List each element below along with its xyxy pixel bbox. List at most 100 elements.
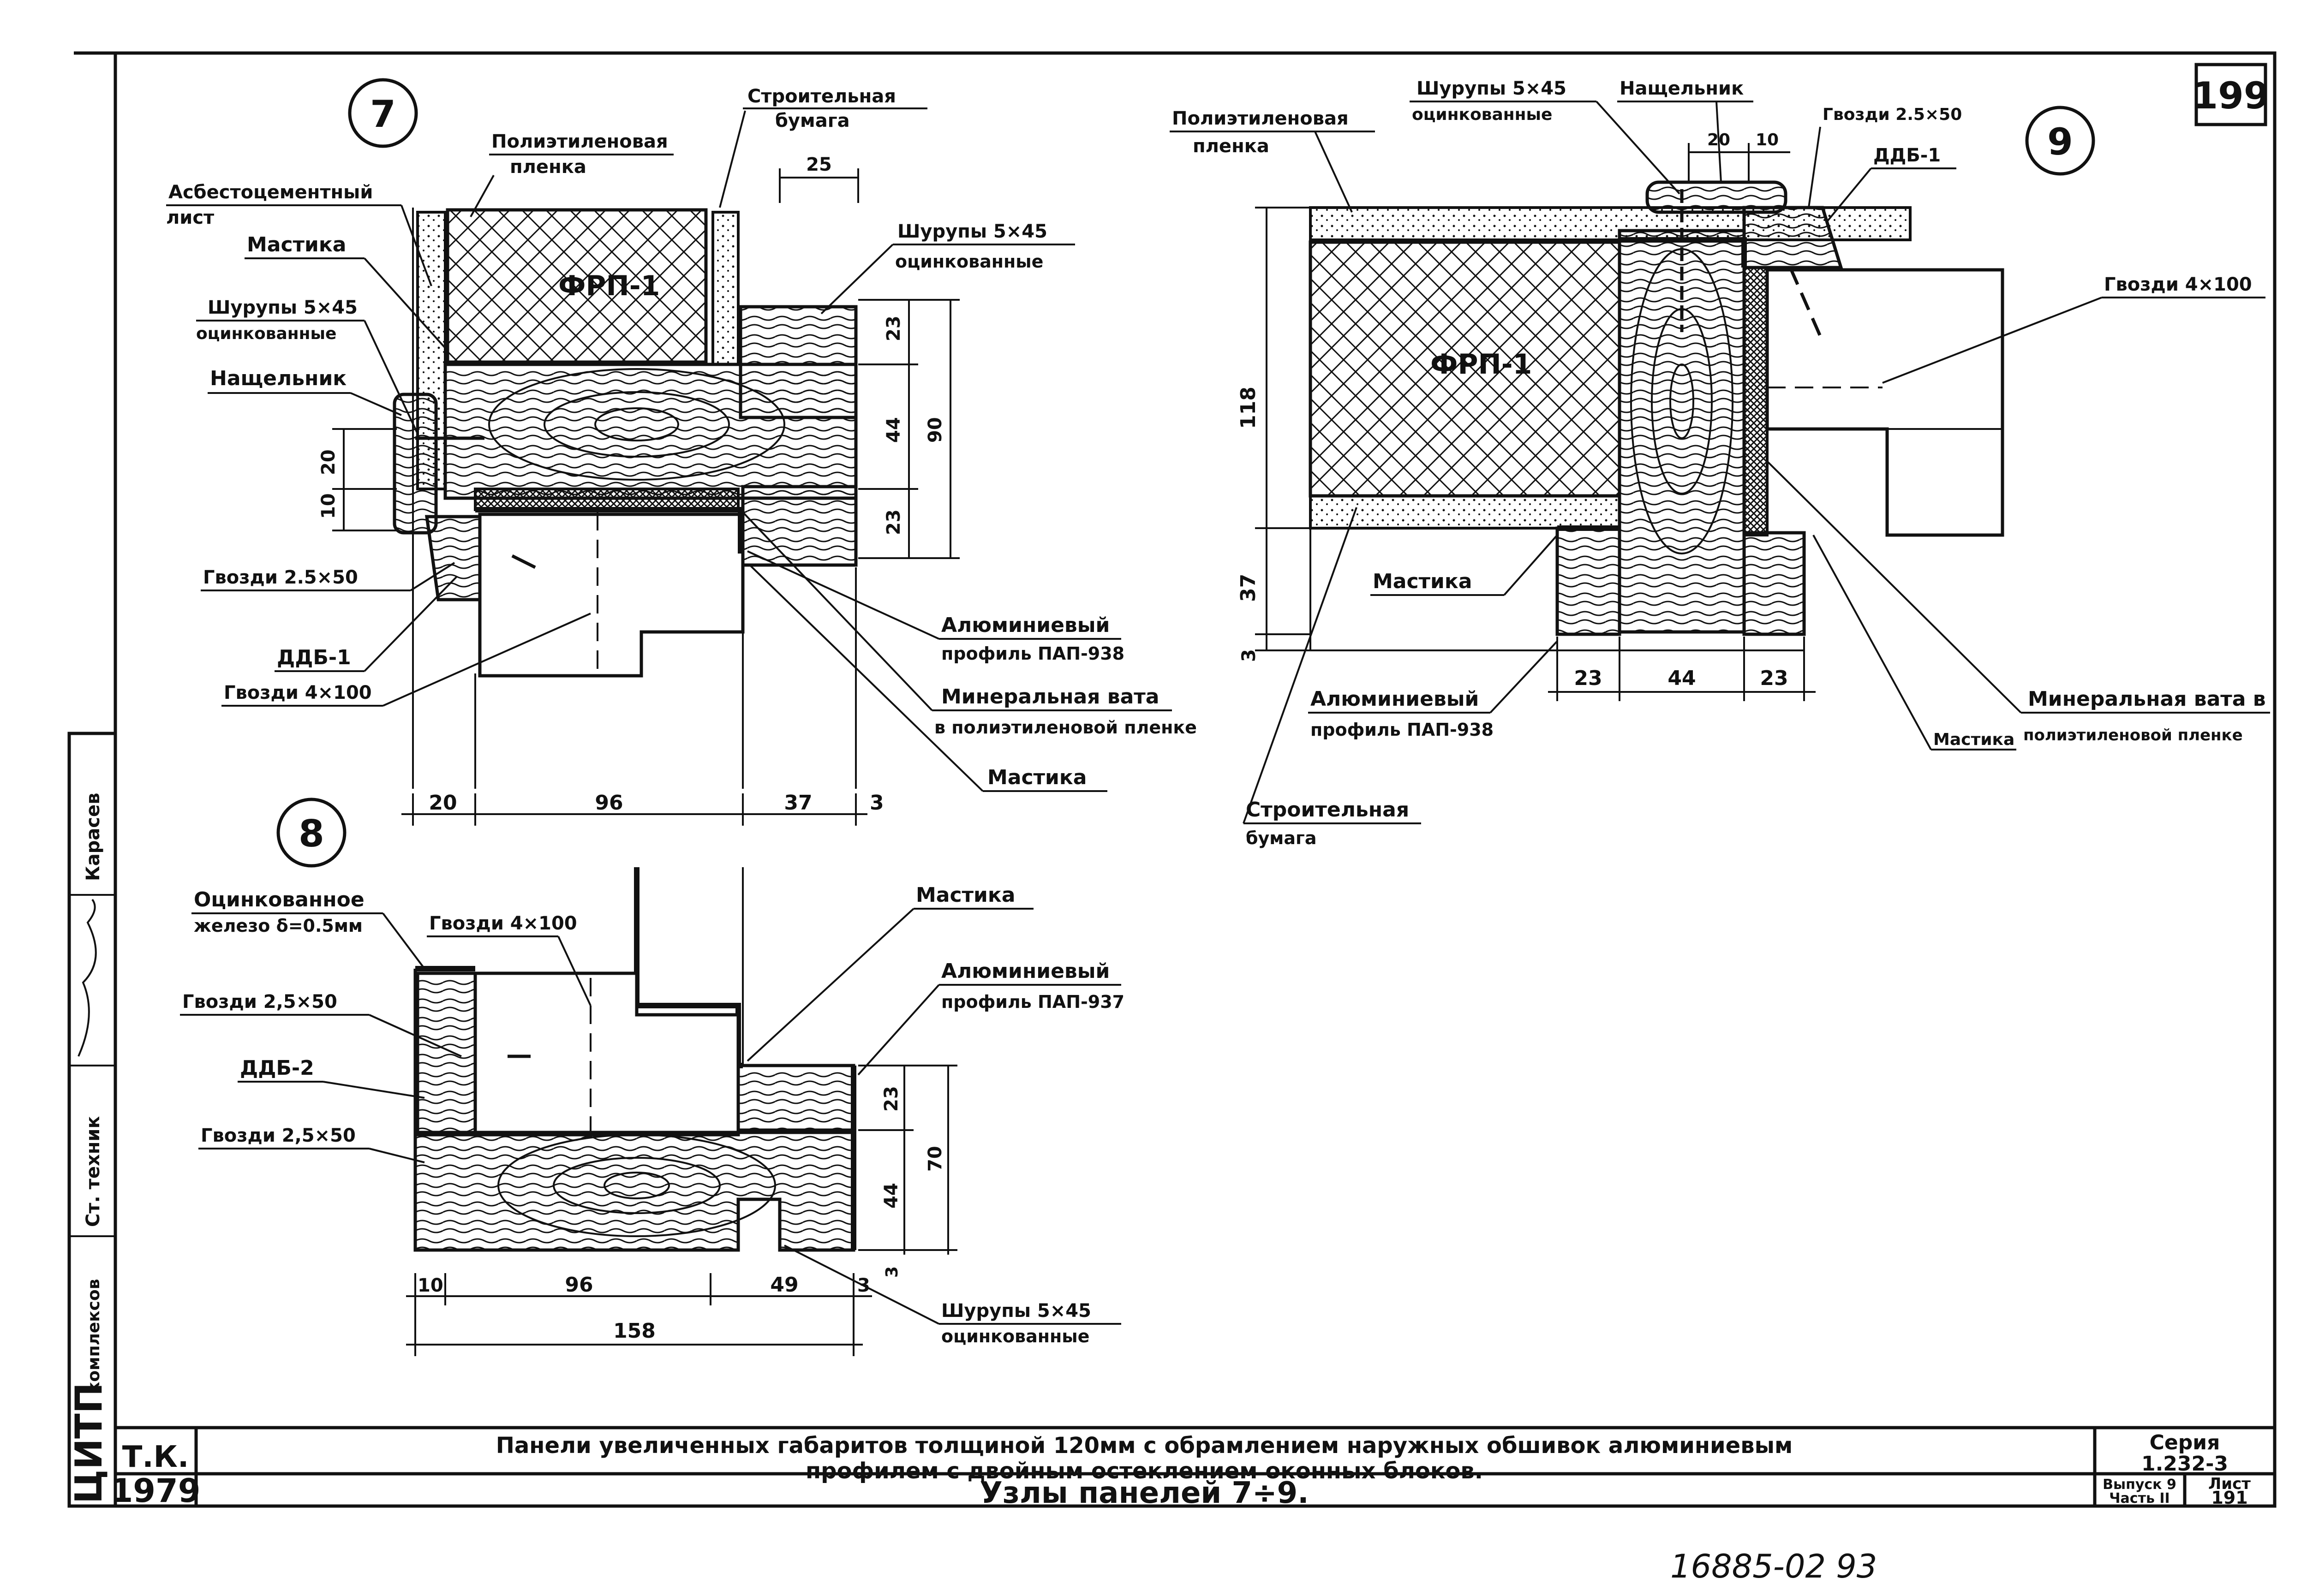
node-9: 9 [1255,106,2095,651]
n9-dim-b23b: 23 [1760,667,1788,690]
node-9-number: 9 [2047,120,2073,163]
n8-alu-1: Алюминиевый [941,959,1110,983]
n9-nails-4: Гвозди 4×100 [2104,274,2252,295]
n9-dim-t10: 10 [1756,131,1779,149]
node-8-dimensions: 23 44 70 3 10 96 49 3 158 [406,1065,957,1356]
n7-screws-left-1: Шурупы 5×45 [208,297,358,318]
node-7: 7 [348,78,858,789]
n7-dim-b3: 3 [870,791,884,815]
side-stamp-org: ЦИТП [67,1382,110,1504]
n8-ddb2: ДДБ-2 [240,1056,314,1080]
node-7-mineral-wool [474,488,740,511]
n7-alu-2: профиль ПАП-938 [941,643,1124,664]
n7-dim-h10: 10 [318,493,339,519]
n8-alu-2: профиль ПАП-937 [941,992,1124,1012]
title-line-2: профилем с двойным остеклением оконных б… [806,1458,1483,1484]
n7-polyethylene-2: пленка [510,156,586,178]
node-9-ddb1-frame [1765,268,2004,537]
n8-dim-b49: 49 [770,1273,798,1297]
node-7-number: 7 [370,93,396,136]
n9-polyethylene-1: Полиэтиленовая [1172,108,1349,129]
n8-galv-1: Оцинкованное [194,888,365,911]
node-9-labels: Полиэтиленовая пленка Шурупы 5×45 оцинко… [1170,78,2270,848]
n9-screws-1: Шурупы 5×45 [1416,78,1566,99]
n8-dim-b96: 96 [565,1273,593,1297]
n7-dim-v23b: 23 [883,509,904,535]
n7-mastic-bottom: Мастика [987,766,1087,789]
node-9-bottom-layer [1309,494,1621,530]
n7-dim-v90: 90 [925,417,946,443]
n9-nails-25: Гвозди 2.5×50 [1823,105,1962,124]
n7-screws-right-1: Шурупы 5×45 [897,221,1047,242]
n8-dim-v44: 44 [881,1183,902,1209]
n8-galv-2: железо δ=0.5мм [194,916,363,936]
n8-mastic: Мастика [916,883,1015,907]
node-8-wood-left [416,971,477,1137]
n8-dim-v3: 3 [883,1266,902,1278]
n8-dim-b3: 3 [857,1275,870,1296]
n9-mastic-left: Мастика [1373,570,1472,593]
n8-screws-1: Шурупы 5×45 [941,1300,1091,1322]
title-block: Т.К. 1979 Панели увеличенных габаритов т… [111,1431,2251,1510]
n7-alu-1: Алюминиевый [941,613,1110,637]
sheet-frame [67,51,2277,1508]
year: 1979 [111,1472,201,1510]
side-stamp: Карасев Ст. техник комплексов ЦИТП [67,793,110,1504]
n9-dim-b23a: 23 [1574,667,1602,690]
archive-number: 16885-02 93 [1670,1548,1877,1585]
n7-ddb1: ДДБ-1 [277,646,351,669]
signature [78,899,97,1057]
side-stamp-dept: комплексов [84,1279,103,1393]
node-7-wood-lower [741,485,858,567]
n9-alu-1: Алюминиевый [1310,687,1479,711]
n8-dim-b10: 10 [418,1275,443,1296]
n7-cover-strip: Нащельник [210,367,347,390]
n9-paper-1: Строительная [1246,798,1409,822]
n7-dim-v23a: 23 [883,316,904,341]
node-8-labels: Оцинкованное железо δ=0.5мм Гвозди 4×100… [180,883,1124,1346]
node-7-labels: Полиэтиленовая пленка Строительная бумаг… [166,86,1197,792]
n9-screws-2: оцинкованные [1412,105,1552,124]
node-8: 8 [276,798,856,1252]
node-9-mineral-wool [1743,266,1769,536]
n7-screws-left-2: оцинкованные [196,324,336,343]
n7-dim-v44: 44 [883,417,904,443]
n7-polyethylene-1: Полиэтиленовая [491,131,668,152]
part-label: Часть II [2109,1490,2170,1507]
n7-mastic-top: Мастика [247,233,346,256]
n8-nails-25a: Гвозди 2,5×50 [182,991,337,1012]
node-8-wood-right [736,1064,855,1132]
n7-wool-1: Минеральная вата [941,685,1159,709]
title-line-1: Панели увеличенных габаритов толщиной 12… [496,1433,1793,1459]
page-number: 199 [2193,74,2270,117]
n8-dim-total: 158 [613,1319,656,1343]
n7-dim-b37: 37 [784,791,812,815]
n8-nails-4: Гвозди 4×100 [429,913,577,934]
n7-dim-h20: 20 [318,449,339,475]
n9-wool-2: полиэтиленовой пленке [2023,726,2243,744]
n9-dim-v37: 37 [1237,574,1260,602]
n9-wool-1: Минеральная вата в [2028,687,2266,711]
node-8-wood-lower [413,1131,855,1252]
n7-screws-right-2: оцинкованные [895,251,1043,272]
side-stamp-role: Ст. техник [83,1116,104,1227]
n9-alu-2: профиль ПАП-938 [1310,720,1494,740]
issue-label: Выпуск 9 [2103,1477,2176,1493]
side-stamp-name: Карасев [83,793,104,881]
sheet-value: 191 [2211,1488,2247,1508]
n7-nails-4: Гвозди 4×100 [224,682,372,703]
node-7-asbestos-right [711,211,740,366]
n7-paper-2: бумага [775,110,850,131]
node-8-number: 8 [299,812,324,855]
n8-dim-v23: 23 [881,1086,902,1112]
n9-dim-v3: 3 [1238,649,1260,662]
n7-dim-b20: 20 [429,791,457,815]
n9-dim-b44: 44 [1667,667,1696,690]
node-7-foam-core [446,208,708,364]
n7-fill-label: ФРП-1 [558,270,660,302]
n9-fill-label: ФРП-1 [1430,348,1532,381]
n7-dim-top: 25 [806,154,832,175]
sheet-label: Лист [2208,1475,2251,1493]
node-7-ddb1-frame [478,512,745,678]
